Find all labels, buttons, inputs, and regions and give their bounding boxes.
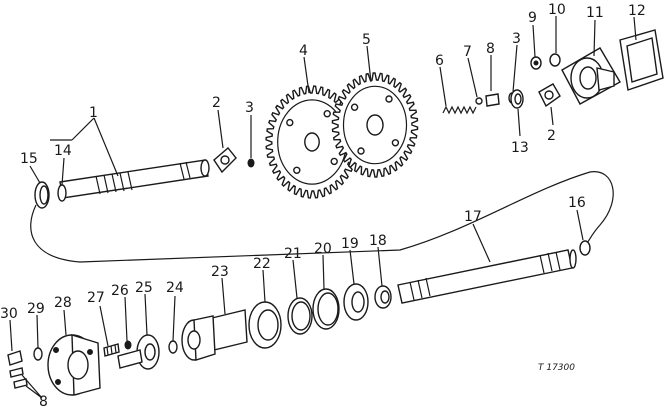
label-29: 29 (27, 301, 45, 317)
label-20: 20 (314, 241, 332, 257)
label-17: 17 (464, 209, 482, 225)
lower-shaft (397, 249, 577, 304)
label-6: 6 (435, 53, 444, 69)
label-11: 11 (586, 5, 604, 21)
label-23: 23 (211, 264, 229, 280)
label-2: 2 (212, 95, 221, 111)
label-1: 1 (89, 105, 98, 121)
label-10: 10 (548, 2, 566, 18)
label-24: 24 (166, 280, 184, 296)
gear-5 (331, 72, 419, 178)
reference-code: T 17300 (538, 363, 575, 373)
callout-labels: 1 2 3 4 5 6 7 8 3 9 10 11 12 13 2 14 15 … (0, 2, 646, 409)
hub-23 (181, 309, 248, 361)
bolt-27 (103, 343, 120, 357)
label-8-lower: 8 (39, 394, 48, 409)
label-16: 16 (568, 195, 586, 211)
washer-9 (530, 56, 542, 70)
label-3-right: 3 (512, 31, 521, 47)
spring (442, 105, 477, 115)
label-14: 14 (54, 143, 72, 159)
flange-housing-28 (47, 334, 101, 396)
label-8: 8 (486, 41, 495, 57)
washer-29 (33, 347, 43, 361)
label-25: 25 (135, 280, 153, 296)
label-7: 7 (463, 44, 472, 60)
washer-24 (168, 340, 178, 354)
bearing-18 (374, 285, 392, 309)
label-30: 30 (0, 306, 18, 322)
pin-upper (247, 158, 255, 168)
label-21: 21 (284, 246, 302, 262)
label-9: 9 (528, 10, 537, 26)
housing-11 (561, 47, 621, 105)
label-4: 4 (299, 43, 308, 59)
label-13: 13 (511, 140, 529, 156)
assembly-connector-line (30, 171, 614, 263)
label-15: 15 (20, 151, 38, 167)
label-2-right: 2 (547, 128, 556, 144)
snap-ring-left (34, 181, 50, 209)
bearing-19 (343, 283, 369, 321)
pin-8-lower (9, 367, 28, 389)
plunger (485, 93, 500, 107)
gasket-upper-left (213, 146, 237, 174)
bolt-30 (7, 350, 23, 366)
bushing-13 (510, 89, 524, 109)
yoke-25 (117, 334, 160, 370)
ring-20 (312, 288, 340, 330)
washer-26 (124, 340, 132, 350)
washer-10 (549, 53, 561, 67)
label-22: 22 (253, 256, 271, 272)
label-18: 18 (369, 233, 387, 249)
upper-shaft (59, 159, 210, 199)
label-19: 19 (341, 236, 359, 252)
seal-22 (248, 301, 282, 349)
cover-plate-12 (619, 29, 664, 91)
label-28: 28 (54, 295, 72, 311)
bushing-left (57, 184, 67, 202)
gasket-upper-right (538, 83, 561, 108)
snap-ring-21 (287, 297, 313, 335)
leader-lines (9, 16, 637, 399)
label-5: 5 (362, 32, 371, 48)
label-12: 12 (628, 3, 646, 19)
label-26: 26 (111, 283, 129, 299)
ball (475, 97, 483, 105)
washer-16 (579, 240, 591, 256)
label-27: 27 (87, 290, 105, 306)
label-3: 3 (245, 100, 254, 116)
